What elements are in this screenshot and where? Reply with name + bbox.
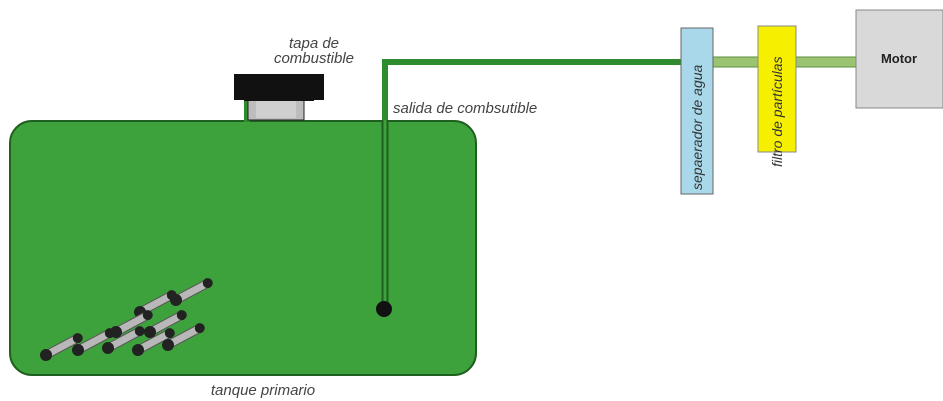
magnet-rod-icon (72, 328, 115, 356)
pipe-filter-to-engine (795, 56, 857, 68)
fuel-cap (234, 74, 324, 122)
particle-filter (757, 25, 797, 153)
magnet-rod-icon (102, 326, 145, 354)
water-separator (680, 27, 714, 195)
water-separator-label: sepaerador de agua (689, 64, 705, 190)
primary-tank (9, 120, 477, 376)
magnet-rod-icon (170, 278, 213, 306)
magnet-rod-icon (110, 310, 153, 338)
outlet-pickup-ball (376, 301, 392, 317)
magnet-rod-icon (132, 328, 175, 356)
cap-label-line2: combustible (274, 50, 354, 67)
engine-label: Motor (881, 51, 917, 66)
engine-box (855, 9, 943, 109)
tank-label: tanque primario (211, 382, 315, 399)
magnet-rod-icon (162, 323, 205, 351)
pipe-separator-to-filter (711, 56, 759, 68)
particle-filter-label: filtro de partículas (769, 57, 785, 168)
magnet-rod-icon (144, 310, 187, 338)
cap-label-line1: tapa de (289, 35, 339, 52)
magnet-rods (40, 278, 213, 361)
outlet-label: salida de combsutible (393, 100, 537, 117)
magnet-rod-icon (40, 333, 83, 361)
